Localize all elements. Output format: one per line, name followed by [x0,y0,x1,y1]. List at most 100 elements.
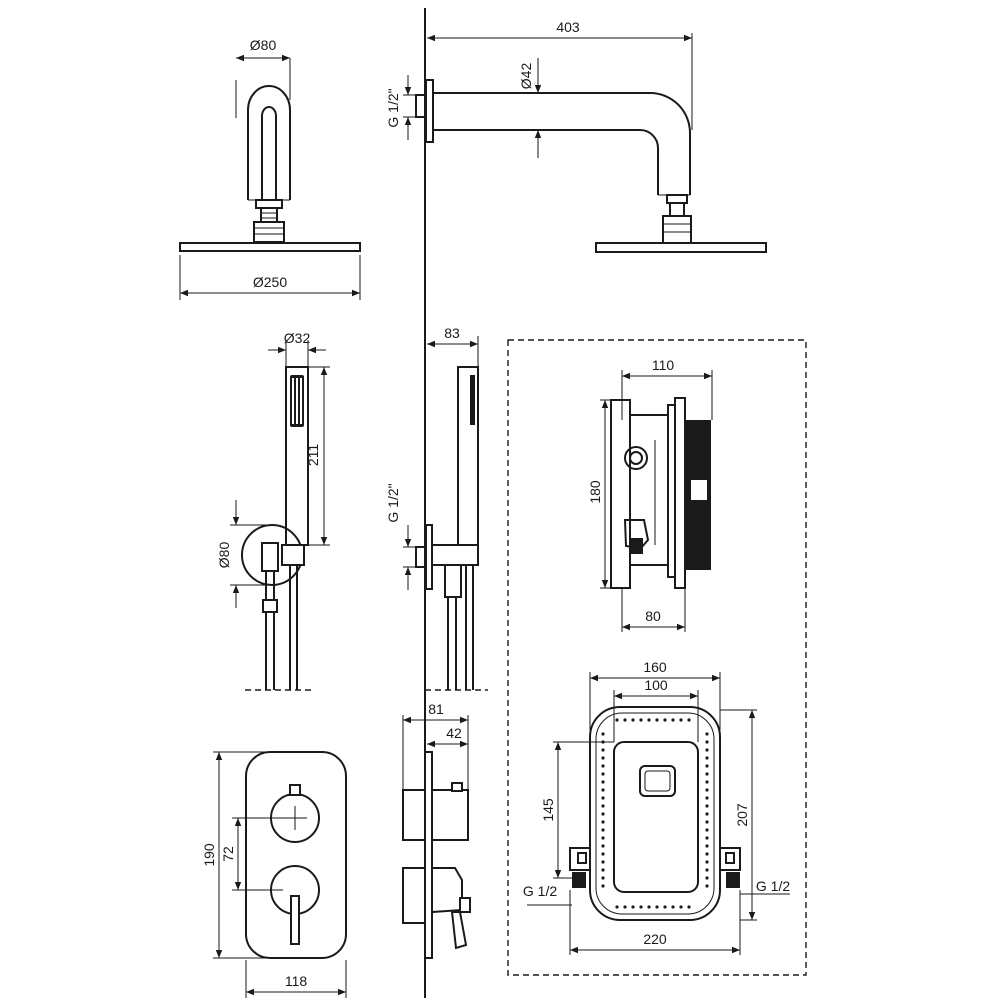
dim-shower-diameter: Ø250 [179,255,361,300]
dim-label: G 1/2 [523,883,557,899]
screw-hole [601,804,605,808]
dim-plate-projection-inner: 42 [427,725,468,748]
dim-label: 220 [643,931,667,947]
screw-hole [671,905,675,909]
screw-hole [705,884,709,888]
dim-valve-height: 180 [587,399,611,589]
screw-hole [601,748,605,752]
screw-hole [705,756,709,760]
screw-hole [705,764,709,768]
dim-valve-depth: 80 [621,588,686,632]
hand-shower-front-view [241,366,312,691]
screw-hole [601,796,605,800]
dim-label: Ø42 [518,63,534,90]
screw-hole [705,796,709,800]
screw-hole [705,828,709,832]
dim-box-width-total: 220 [569,890,741,955]
box-right-connector [719,847,741,888]
dim-label: Ø250 [253,274,287,290]
screw-hole [705,732,709,736]
screw-hole [623,905,627,909]
dim-label: 211 [305,444,321,467]
dim-arm-diameter: Ø42 [518,58,542,158]
screw-hole [601,756,605,760]
dim-box-width-inner: 100 [613,677,699,742]
screw-hole [687,905,691,909]
screw-hole [615,718,619,722]
dim-label: 118 [285,973,308,989]
dim-arm-length: 403 [427,19,693,130]
screw-hole [663,718,667,722]
dim-label: 190 [201,843,217,867]
screw-hole [631,905,635,909]
dim-box-thread-right: G 1/2 [740,878,790,895]
installation-box-front-view [569,706,741,921]
screw-hole [601,812,605,816]
screw-hole [705,740,709,744]
dim-label: Ø80 [216,542,232,569]
dim-label: 180 [587,480,603,504]
screw-hole [705,876,709,880]
dim-label: 100 [644,677,668,693]
dim-hand-length: 211 [305,366,330,546]
dim-arm-thread: G 1/2" [385,75,416,140]
screw-hole [623,718,627,722]
dim-label: 42 [446,725,462,741]
dim-label: 110 [652,357,675,373]
screw-hole [601,820,605,824]
screw-hole [601,836,605,840]
screw-hole [655,718,659,722]
dim-hand-thread: G 1/2" [385,483,416,590]
dim-hand-projection: 83 [427,325,479,367]
hand-shower-side-view [415,366,488,691]
dim-label: G 1/2 [756,878,790,894]
dim-hand-diameter: Ø32 [268,330,326,367]
screw-hole [705,748,709,752]
dim-plate-spacing: 72 [220,817,283,891]
screw-hole [601,772,605,776]
screw-hole [601,876,605,880]
concealed-box-frame [507,339,807,976]
screw-hole [663,905,667,909]
dim-valve-width: 110 [621,357,713,420]
dim-label: Ø32 [284,330,311,346]
screw-hole [705,812,709,816]
dim-hand-holder-diameter: Ø80 [216,500,272,608]
valve-side-ribs [685,420,711,570]
dim-label: 145 [540,798,556,822]
screw-hole [687,718,691,722]
screw-hole [655,905,659,909]
screw-hole [679,718,683,722]
screw-hole [601,844,605,848]
screw-hole [601,780,605,784]
screw-hole [647,718,651,722]
screw-hole [679,905,683,909]
dim-label: 403 [556,19,580,35]
dim-label: 207 [734,803,750,827]
dim-label: 80 [645,608,661,624]
dim-head-diameter: Ø80 [235,37,291,118]
dim-plate-height: 190 [201,751,280,959]
screw-hole [601,868,605,872]
control-plate-side-view [402,751,471,959]
screw-hole [705,788,709,792]
screw-hole [705,836,709,840]
screw-hole [601,788,605,792]
screw-hole [705,804,709,808]
dim-label: 81 [428,701,444,717]
screw-hole [601,732,605,736]
screw-hole [601,852,605,856]
screw-hole [705,772,709,776]
screw-hole [615,905,619,909]
dim-label: 72 [220,846,236,862]
screw-hole [647,905,651,909]
screw-hole [639,905,643,909]
hand-shower-side-nozzles [470,375,475,425]
hand-shower-nozzles [290,375,304,427]
dim-box-width-outer: 160 [589,659,721,730]
screw-hole [671,718,675,722]
screw-hole [705,780,709,784]
screw-hole [705,860,709,864]
dim-label: G 1/2" [385,88,401,127]
dim-box-height-outer: 207 [720,709,757,921]
